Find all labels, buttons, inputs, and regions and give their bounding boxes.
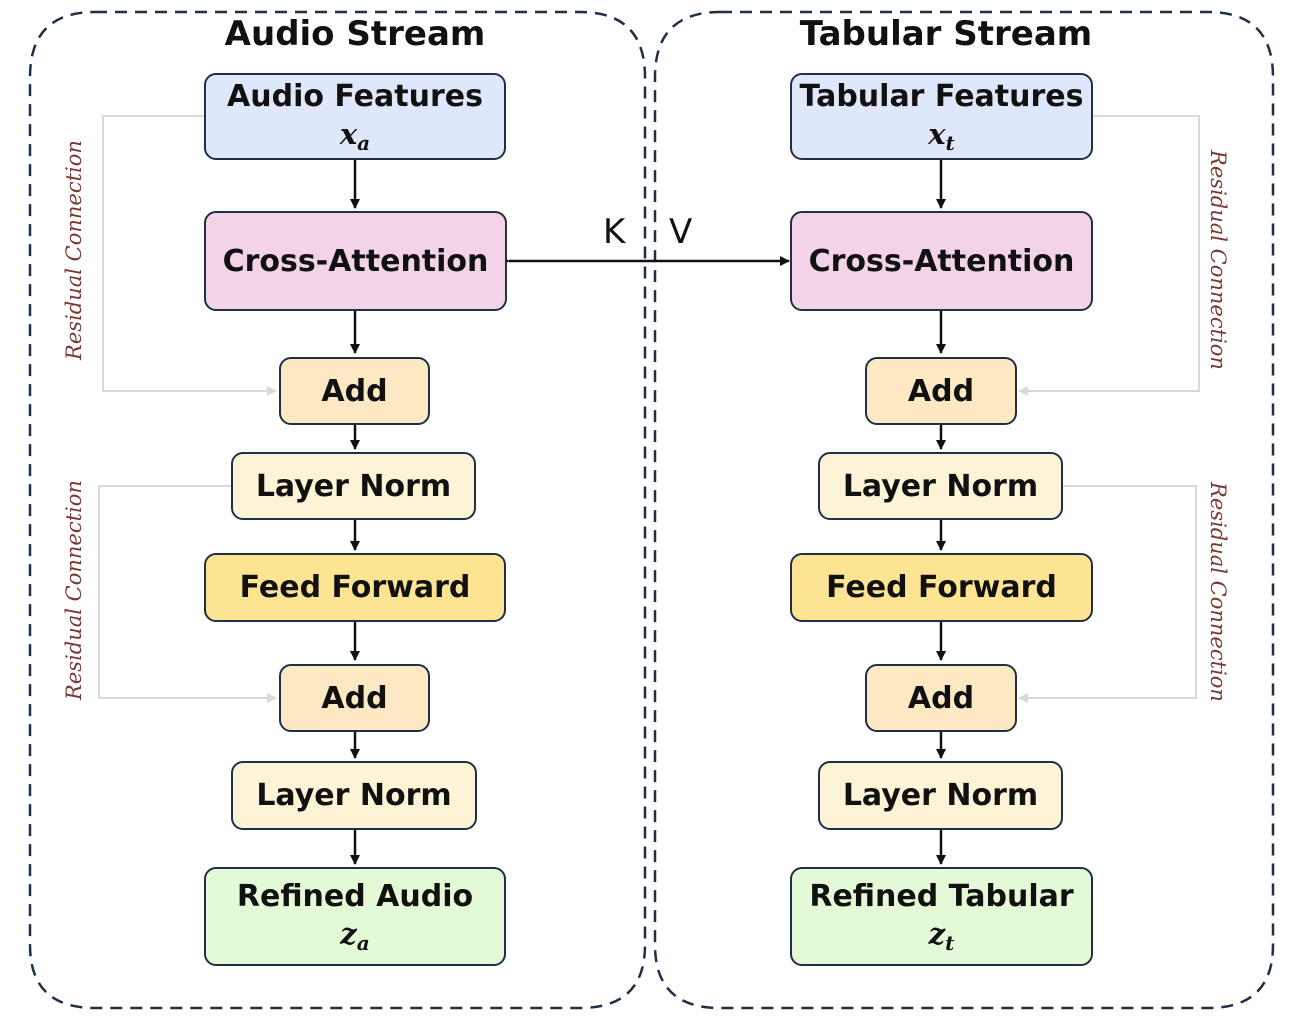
tabular-residual-label-2: Residual Connection bbox=[1206, 482, 1230, 702]
refined-audio-label: Refined Audio bbox=[236, 878, 474, 914]
tabular-add-box-1: Add bbox=[865, 357, 1017, 425]
tabular-features-label: Tabular Features bbox=[799, 78, 1084, 114]
tabular-add-box-2: Add bbox=[865, 664, 1017, 732]
tabular-feed-forward-label: Feed Forward bbox=[826, 570, 1057, 605]
tabular-add-label-1: Add bbox=[907, 373, 975, 409]
audio-stream-container bbox=[28, 10, 647, 1010]
tabular-stream-title: Tabular Stream bbox=[799, 14, 1093, 54]
audio-residual-line-1 bbox=[102, 115, 277, 396]
tabular-cross-attention-box: Cross-Attention bbox=[790, 211, 1093, 311]
value-label: V bbox=[669, 212, 693, 252]
audio-features-box: Audio Features xa bbox=[204, 73, 506, 160]
tabular-feed-forward-box: Feed Forward bbox=[790, 553, 1093, 622]
tabular-layer-norm-label-2: Layer Norm bbox=[842, 778, 1039, 813]
tabular-add-label-2: Add bbox=[907, 680, 975, 716]
audio-layer-norm-label-1: Layer Norm bbox=[255, 468, 452, 504]
audio-feed-forward-box: Feed Forward bbox=[204, 553, 506, 622]
tabular-features-symbol: xt bbox=[928, 116, 955, 155]
refined-audio-symbol: za bbox=[340, 916, 370, 955]
audio-features-symbol: xa bbox=[339, 116, 371, 155]
audio-layer-norm-box-2: Layer Norm bbox=[231, 761, 477, 830]
audio-cross-attention-label: Cross-Attention bbox=[222, 243, 489, 279]
audio-add-label-2: Add bbox=[321, 680, 388, 716]
audio-residual-label-2: Residual Connection bbox=[62, 480, 86, 700]
audio-layer-norm-box-1: Layer Norm bbox=[231, 452, 476, 520]
tabular-layer-norm-box-1: Layer Norm bbox=[818, 452, 1063, 520]
refined-tabular-box: Refined Tabular zt bbox=[790, 867, 1093, 966]
key-label: K bbox=[603, 212, 626, 252]
refined-tabular-label: Refined Tabular bbox=[809, 878, 1074, 914]
tabular-features-box: Tabular Features xt bbox=[790, 73, 1093, 160]
audio-layer-norm-label-2: Layer Norm bbox=[256, 778, 452, 813]
audio-add-box-2: Add bbox=[279, 664, 430, 732]
audio-add-label-1: Add bbox=[321, 373, 388, 409]
tabular-stream-container bbox=[653, 10, 1275, 1010]
tabular-layer-norm-box-2: Layer Norm bbox=[818, 761, 1063, 830]
audio-residual-line-2 bbox=[98, 485, 277, 703]
refined-tabular-symbol: zt bbox=[928, 916, 955, 955]
audio-cross-attention-box: Cross-Attention bbox=[204, 211, 507, 311]
audio-add-box-1: Add bbox=[279, 357, 430, 425]
tabular-residual-line-2 bbox=[1018, 485, 1197, 703]
tabular-cross-attention-label: Cross-Attention bbox=[808, 243, 1075, 279]
audio-stream-title: Audio Stream bbox=[224, 14, 486, 54]
tabular-residual-line-1 bbox=[1018, 115, 1200, 396]
audio-feed-forward-label: Feed Forward bbox=[239, 570, 471, 605]
tabular-layer-norm-label-1: Layer Norm bbox=[842, 468, 1039, 504]
tabular-residual-label-1: Residual Connection bbox=[1206, 150, 1230, 370]
audio-features-label: Audio Features bbox=[227, 78, 483, 114]
refined-audio-box: Refined Audio za bbox=[204, 867, 506, 966]
audio-residual-label-1: Residual Connection bbox=[62, 140, 86, 360]
